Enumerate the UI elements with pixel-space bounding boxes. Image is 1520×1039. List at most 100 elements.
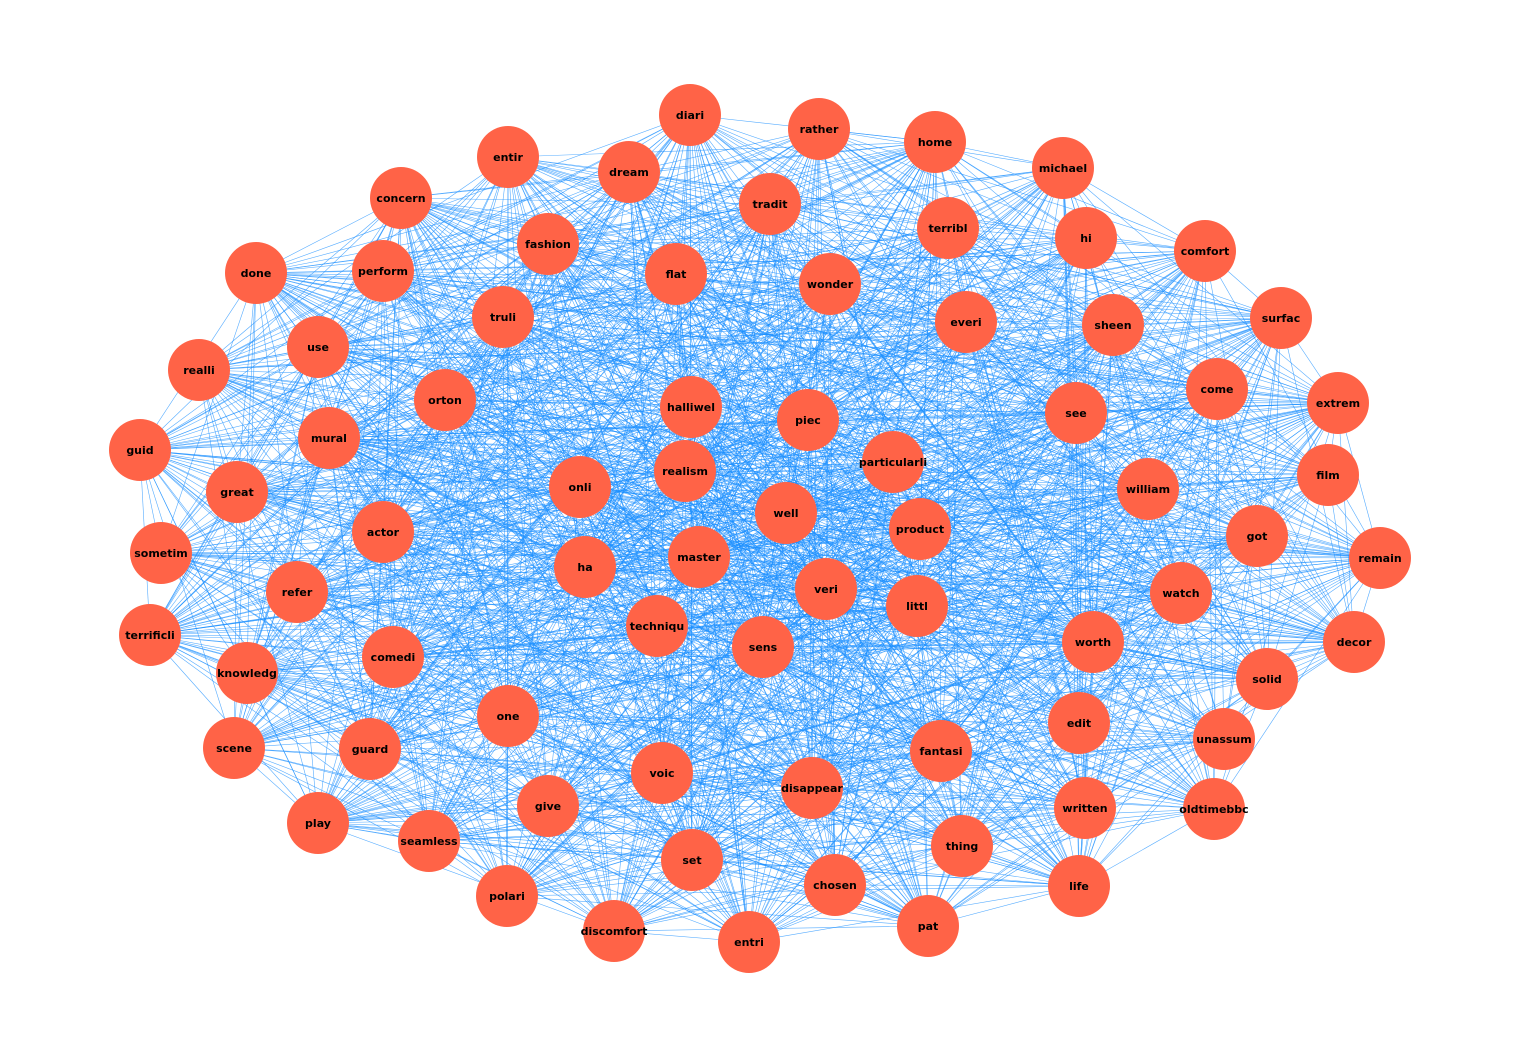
node-circle [216, 642, 278, 704]
edge [807, 388, 1218, 421]
node-label: worth [1075, 636, 1111, 649]
node-label: give [535, 800, 561, 813]
node-veri: veri [795, 558, 857, 620]
edge [400, 197, 692, 408]
node-see: see [1045, 382, 1107, 444]
edge [160, 552, 430, 842]
edge [317, 474, 1329, 824]
node-circle [130, 522, 192, 584]
node-label: pat [918, 920, 939, 933]
node-circle [298, 407, 360, 469]
edge [296, 419, 809, 593]
edge [233, 625, 658, 749]
edge [661, 772, 1215, 810]
node-circle [206, 461, 268, 523]
node-label: well [773, 507, 798, 520]
edge [661, 772, 929, 927]
node-circle [904, 111, 966, 173]
edge [762, 474, 1329, 648]
node-circle [477, 126, 539, 188]
edge [892, 412, 1077, 463]
node-circle [554, 536, 616, 598]
edge [684, 317, 1282, 472]
node-circle [477, 685, 539, 747]
node-label: rather [800, 123, 839, 136]
node-label: product [896, 523, 944, 536]
edge [762, 641, 1355, 648]
edge [807, 419, 929, 927]
edge [428, 787, 813, 842]
node-label: flat [666, 268, 687, 281]
edge [628, 171, 894, 463]
edge [317, 346, 1149, 490]
edge [246, 437, 330, 674]
node-circle [266, 561, 328, 623]
node-label: sens [749, 641, 778, 654]
edge [1223, 535, 1258, 740]
edge [400, 197, 700, 558]
edge [149, 605, 918, 636]
edge [947, 227, 1149, 490]
node-everi: everi [935, 291, 997, 353]
edge [198, 369, 1339, 404]
edge [547, 167, 1064, 245]
node-circle [287, 316, 349, 378]
edge [762, 646, 1225, 740]
edge [584, 321, 967, 568]
edge [160, 321, 967, 554]
edge [684, 324, 1114, 472]
node-circle [661, 829, 723, 891]
edge [656, 625, 1080, 724]
node-terrificli: terrificli [119, 604, 181, 666]
edge [506, 895, 929, 927]
edge [236, 491, 700, 558]
node-circle [804, 854, 866, 916]
node-ha: ha [554, 536, 616, 598]
edge [691, 588, 827, 861]
edge [811, 787, 1215, 810]
edge [392, 592, 1182, 658]
edge [317, 566, 586, 824]
edge [392, 656, 430, 842]
edge [661, 641, 1355, 774]
edge [507, 412, 1077, 717]
node-circle [886, 575, 948, 637]
edge [160, 552, 509, 717]
node-circle [517, 775, 579, 837]
edge [919, 528, 1268, 680]
node-label: ha [577, 561, 592, 574]
edge [811, 592, 1182, 789]
edge [579, 486, 813, 789]
edge [579, 486, 921, 530]
edge [198, 369, 446, 401]
edge [762, 402, 1339, 648]
edge [940, 402, 1339, 752]
node-label: master [677, 551, 721, 564]
edge [507, 715, 942, 752]
node-come: come [1186, 358, 1248, 420]
node-discomfort: discomfort [581, 900, 647, 962]
node-label: film [1316, 469, 1339, 482]
edge [198, 369, 700, 558]
node-circle [517, 213, 579, 275]
edge [296, 566, 586, 593]
edge [317, 641, 1094, 824]
node-worth: worth [1062, 611, 1124, 673]
edge [675, 227, 949, 275]
node-orton: orton [414, 369, 476, 431]
edge [382, 486, 581, 533]
edge [507, 141, 936, 158]
edge [317, 641, 1355, 824]
edge [246, 672, 509, 717]
edge [584, 317, 1282, 568]
node-label: unassum [1196, 733, 1251, 746]
edge [547, 237, 1087, 245]
node-surfac: surfac [1250, 287, 1312, 349]
edge [317, 822, 693, 861]
node-disappear: disappear [781, 757, 843, 819]
edge [547, 167, 1064, 807]
node-circle [755, 482, 817, 544]
node-circle [1226, 505, 1288, 567]
edge [233, 491, 238, 749]
